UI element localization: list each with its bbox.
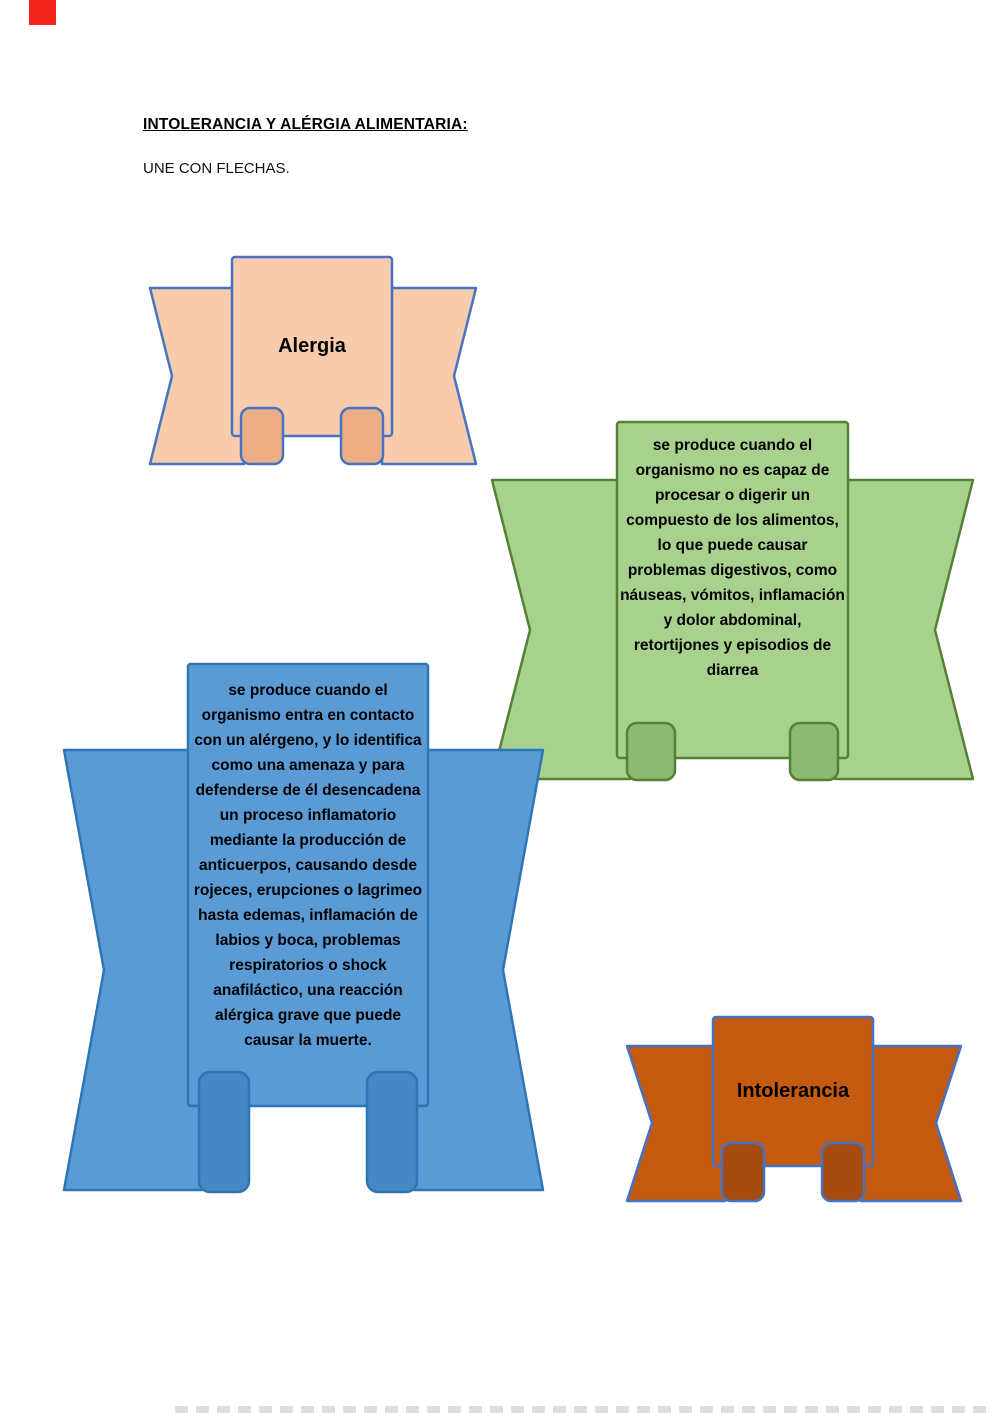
ribbon-panel [615, 420, 850, 760]
ribbon-wing-left [148, 286, 246, 466]
cropped-bottom-text [175, 1406, 994, 1413]
instruction-text: UNE CON FLECHAS. [143, 160, 290, 177]
ribbon-fold-left [239, 406, 285, 466]
ribbon-wing-left [625, 1044, 727, 1203]
ribbon-intolerancia[interactable]: Intolerancia [625, 1015, 963, 1207]
ribbon-panel [711, 1015, 875, 1168]
ribbon-wing-right [380, 286, 478, 466]
ribbon-fold-left [197, 1070, 251, 1194]
ribbon-definition-blue-text: se produce cuando el organismo entra en … [193, 682, 423, 1049]
ribbon-definition-green-shape [490, 420, 975, 782]
ribbon-alergia-shape [148, 255, 478, 466]
ribbon-intolerancia-label: Intolerancia [736, 1080, 850, 1102]
ribbon-wing-right [412, 748, 545, 1192]
ribbon-alergia[interactable]: Alergia [148, 255, 478, 469]
ribbon-wing-right [833, 478, 975, 781]
ribbon-fold-right [365, 1070, 419, 1194]
ribbon-panel [230, 255, 394, 438]
ribbon-wing-left [62, 748, 204, 1192]
ribbon-fold-right [339, 406, 385, 466]
ribbon-definition-blue[interactable]: se produce cuando el organismo entra en … [62, 662, 545, 1197]
ribbon-definition-green-text: se produce cuando el organismo no es cap… [620, 437, 845, 679]
red-corner-marker [29, 0, 56, 25]
ribbon-fold-left [720, 1141, 766, 1203]
ribbon-definition-green[interactable]: se produce cuando el organismo no es cap… [490, 420, 975, 783]
ribbon-fold-right [788, 721, 840, 782]
ribbon-alergia-label: Alergia [278, 335, 346, 357]
worksheet-title: INTOLERANCIA Y ALÉRGIA ALIMENTARIA: [143, 116, 468, 133]
ribbon-fold-left [625, 721, 677, 782]
ribbon-panel [186, 662, 430, 1108]
ribbon-definition-blue-shape [62, 662, 545, 1194]
ribbon-fold-right [820, 1141, 866, 1203]
ribbon-intolerancia-shape [625, 1015, 963, 1203]
ribbon-wing-right [859, 1044, 963, 1203]
